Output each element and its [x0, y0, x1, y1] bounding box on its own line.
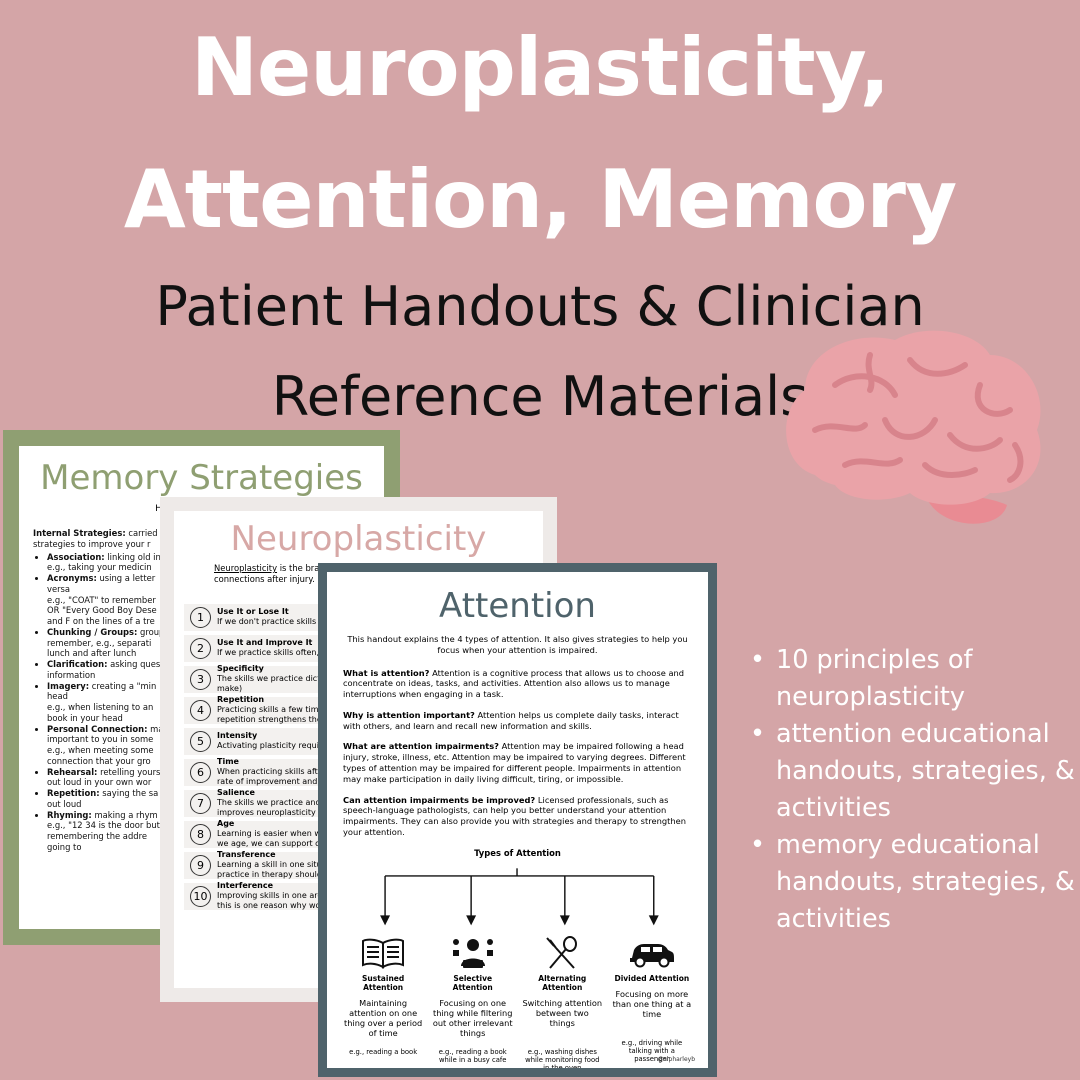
feature-item: memory educational handouts, strategies,… [748, 827, 1078, 938]
subtitle-line-2: Reference Materials [271, 365, 809, 428]
principle-number: 6 [190, 761, 211, 783]
principle-number: 8 [190, 823, 211, 845]
memory-title: Memory Strategies [40, 458, 363, 498]
brain-icon [786, 330, 1041, 524]
attention-type-alternating: Alternating Attention Switching attentio… [522, 935, 602, 1068]
attention-qa: What are attention impairments? Attentio… [343, 741, 686, 784]
principle-desc: repetition strengthens the [217, 715, 322, 725]
principle-number: 1 [190, 606, 211, 628]
attention-type-sustained: Sustained Attention Maintaining attentio… [343, 936, 423, 1068]
car-icon [629, 943, 674, 968]
principle-number: 2 [190, 637, 211, 659]
principle-number: 7 [190, 792, 211, 814]
attention-lead: This handout explains the 4 types of att… [347, 634, 688, 655]
principle-name: Repetition [217, 695, 265, 705]
person-laptop-icon [452, 938, 493, 968]
memory-strategy-item: Association: linking old ine.g., taking … [47, 552, 370, 574]
spatula-whisk-icon [546, 935, 578, 969]
subtitle-line-1: Patient Handouts & Clinician [155, 275, 925, 338]
attention-qa: What is attention? Attention is a cognit… [343, 667, 685, 700]
principle-name: Specificity [217, 664, 264, 674]
principle-name: Transference [217, 850, 276, 860]
principle-desc: Learning is easier when we [217, 829, 326, 839]
principle-name: Salience [217, 788, 255, 798]
attention-qa-list: What is attention? Attention is a cognit… [343, 668, 692, 838]
principle-number: 10 [190, 885, 211, 907]
main-title-line-2: Attention, Memory [123, 153, 957, 246]
principle-name: Use It or Lose It [217, 607, 289, 617]
types-tree-diagram [380, 868, 659, 926]
principle-number: 9 [190, 854, 211, 876]
principle-name: Use It and Improve It [217, 638, 313, 648]
memory-intro-line: strategies to improve your r [33, 538, 151, 549]
principle-name: Age [217, 819, 235, 829]
principle-desc: this is one reason why wor [217, 901, 324, 911]
attention-handout: Attention This handout explains the 4 ty… [318, 563, 717, 1077]
attention-qa: Can attention impairments be improved? L… [343, 794, 686, 837]
author-handle: @slpharleyb [657, 1056, 695, 1063]
types-title: Types of Attention [474, 847, 561, 858]
principle-desc: The skills we practice dicta [217, 674, 326, 684]
principle-desc: The skills we practice and [217, 798, 321, 808]
principle-name: Intensity [217, 731, 258, 741]
attention-type-selective: Selective Attention Focusing on one thin… [433, 936, 513, 1068]
neuro-title: Neuroplasticity [230, 519, 487, 559]
principle-desc: practice in therapy should [217, 870, 322, 880]
memory-strategy-list: Association: linking old ine.g., taking … [33, 552, 370, 853]
principle-desc: When practicing skills afte [217, 767, 323, 777]
feature-item: 10 principles of neuroplasticity [748, 642, 1078, 716]
memory-intro: Internal Strategies: carried [33, 528, 158, 538]
principle-desc: improves neuroplasticity o [217, 808, 324, 818]
principle-number: 4 [190, 699, 211, 721]
principle-name: Time [217, 757, 239, 767]
book-icon [362, 938, 405, 969]
main-title-line-1: Neuroplasticity, [191, 21, 890, 114]
principle-desc: Learning a skill in one situ [217, 860, 322, 870]
principle-name: Interference [217, 881, 274, 891]
attention-qa: Why is attention important? Attention he… [343, 709, 679, 731]
principle-desc: If we don't practice skills o [217, 617, 324, 627]
principle-desc: If we practice skills often, w [217, 648, 329, 658]
principle-desc: Practicing skills a few times [217, 705, 328, 715]
principle-desc: rate of improvement and t [217, 777, 323, 787]
principle-desc: Improving skills in one are [217, 891, 323, 901]
principle-number: 5 [190, 730, 211, 752]
principle-desc: Activating plasticity require [217, 741, 327, 751]
attention-type-divided: Divided Attention Focusing on more than … [612, 936, 692, 1068]
principle-number: 3 [190, 668, 211, 690]
attention-types: Sustained Attention Maintaining attentio… [343, 935, 692, 1068]
attention-title: Attention [439, 586, 596, 626]
principle-desc: make) [217, 684, 243, 694]
feature-item: attention educational handouts, strategi… [748, 716, 1078, 827]
feature-list: 10 principles of neuroplasticityattentio… [748, 642, 1078, 938]
principle-desc: we age, we can support ou [217, 839, 326, 849]
